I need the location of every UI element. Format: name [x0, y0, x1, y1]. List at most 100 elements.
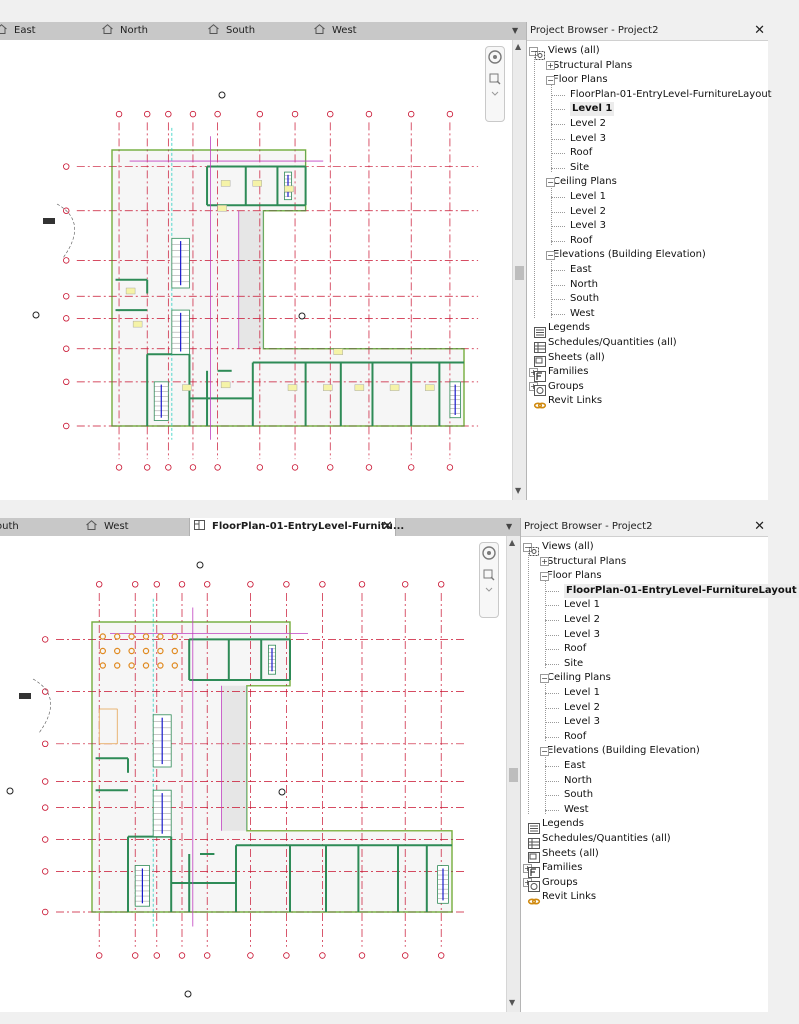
tab-south[interactable]: outh [0, 521, 19, 532]
tree-elevation-item[interactable]: North [564, 774, 592, 786]
tree-floor-plans[interactable]: Floor Plans [553, 74, 608, 86]
zoom-icon[interactable] [489, 73, 501, 85]
tab-dropdown-icon[interactable]: ▼ [506, 522, 513, 531]
zoom-icon[interactable] [483, 569, 495, 581]
steering-wheel-icon[interactable] [488, 50, 502, 64]
tree-schedules[interactable]: Schedules/Quantities (all) [542, 833, 671, 844]
tree-floor-plan-item[interactable]: Roof [570, 147, 593, 159]
tree-ceiling-plan-item[interactable]: Level 3 [564, 716, 600, 728]
tab-floorplan-entry-level[interactable]: FloorPlan-01-EntryLevel-Furnitu... [189, 518, 404, 536]
navigation-bar[interactable] [479, 542, 499, 618]
tree-schedules[interactable]: Schedules/Quantities (all) [548, 337, 677, 348]
tree-floor-plan-item[interactable]: Site [564, 657, 584, 669]
elevation-marker [278, 788, 286, 796]
scroll-thumb[interactable] [509, 768, 518, 782]
tree-elevation-item[interactable]: South [564, 789, 594, 801]
room-tag [284, 185, 294, 193]
tree-elevation-item[interactable]: North [570, 278, 598, 290]
tree-families[interactable]: Families [548, 366, 589, 378]
drawing-canvas[interactable] [0, 536, 506, 1012]
grid-bubble [165, 464, 172, 471]
collapse-toggle-icon[interactable]: − [546, 250, 555, 260]
tree-elevations[interactable]: Elevations (Building Elevation) [553, 249, 706, 261]
tree-floor-plan-item[interactable]: Level 1 [570, 102, 615, 117]
tab-east[interactable]: East [0, 22, 36, 40]
tree-views-all[interactable]: Views (all) [542, 541, 594, 552]
tree-views-all[interactable]: Views (all) [548, 45, 600, 56]
expand-toggle-icon[interactable]: + [540, 557, 549, 567]
tree-legends[interactable]: Legends [542, 818, 584, 830]
tree-revit-links[interactable]: Revit Links [542, 891, 597, 903]
chevron-down-icon[interactable] [485, 587, 493, 592]
tab-south[interactable]: South [208, 22, 255, 40]
tree-ceiling-plans[interactable]: Ceiling Plans [553, 176, 617, 188]
vertical-scrollbar[interactable]: ▲ ▼ [512, 40, 526, 500]
scroll-up-icon[interactable]: ▲ [509, 538, 516, 547]
views-icon [528, 542, 540, 556]
tree-floor-plan-item[interactable]: Level 3 [570, 132, 606, 144]
tree-floor-plan-item[interactable]: FloorPlan-01-EntryLevel-FurnitureLayout [570, 88, 772, 100]
tree-ceiling-plan-item[interactable]: Roof [570, 234, 593, 246]
tree-legends[interactable]: Legends [548, 322, 590, 334]
tab-north[interactable]: North [102, 22, 148, 40]
tree-elevation-item[interactable]: South [570, 293, 600, 305]
tab-dropdown-icon[interactable]: ▼ [512, 26, 519, 35]
scroll-down-icon[interactable]: ▼ [515, 486, 522, 495]
tree-floor-plan-item[interactable]: FloorPlan-01-EntryLevel-FurnitureLayout [564, 583, 799, 598]
tab-west[interactable]: West [86, 518, 129, 536]
tree-floor-plan-item[interactable]: Level 2 [570, 118, 606, 129]
grid-bubble [214, 110, 221, 118]
tree-groups[interactable]: Groups [548, 380, 584, 392]
tree-floor-plan-item[interactable]: Level 3 [564, 628, 600, 640]
tree-structural-plans[interactable]: Structural Plans [553, 59, 633, 71]
tree-elevation-item[interactable]: West [564, 803, 589, 815]
tree-sheets[interactable]: Sheets (all) [542, 847, 599, 859]
tree-ceiling-plan-item[interactable]: Level 1 [570, 191, 606, 202]
scroll-thumb[interactable] [515, 266, 524, 280]
close-tab-icon[interactable]: ✕ [382, 519, 393, 534]
tree-revit-links[interactable]: Revit Links [548, 395, 603, 407]
tree-floor-plan-item[interactable]: Level 2 [564, 614, 600, 625]
chevron-down-icon[interactable] [491, 91, 499, 96]
tree-ceiling-plan-item[interactable]: Level 3 [570, 220, 606, 232]
expand-toggle-icon[interactable]: + [546, 61, 555, 71]
tree-sheets[interactable]: Sheets (all) [548, 351, 605, 363]
scroll-up-icon[interactable]: ▲ [515, 42, 522, 51]
tree-ceiling-plan-item[interactable]: Roof [564, 730, 587, 742]
grid-bubble [438, 952, 445, 959]
tree-elevation-item[interactable]: East [564, 760, 586, 771]
steering-wheel-icon[interactable] [482, 546, 496, 560]
vertical-scrollbar[interactable]: ▲ ▼ [506, 536, 520, 1012]
collapse-toggle-icon[interactable]: − [540, 673, 549, 683]
collapse-toggle-icon[interactable]: − [546, 75, 555, 85]
tree-ceiling-plan-item[interactable]: Level 2 [570, 205, 606, 217]
close-icon[interactable]: ✕ [754, 23, 765, 38]
collapse-toggle-icon[interactable]: − [540, 571, 549, 581]
tree-connector [545, 766, 559, 767]
tree-elevations[interactable]: Elevations (Building Elevation) [547, 745, 700, 757]
drawing-canvas[interactable] [0, 40, 512, 514]
tree-ceiling-plan-item[interactable]: Level 1 [564, 687, 600, 698]
tree-elevation-item[interactable]: East [570, 264, 592, 275]
tree-families[interactable]: Families [542, 862, 583, 874]
navigation-bar[interactable] [485, 46, 505, 122]
close-icon[interactable]: ✕ [754, 519, 765, 534]
tab-west[interactable]: West [314, 22, 357, 40]
tree-groups[interactable]: Groups [542, 876, 578, 888]
tree-floor-plan-item[interactable]: Roof [564, 643, 587, 655]
collapse-toggle-icon[interactable]: − [546, 177, 555, 187]
collapse-toggle-icon[interactable]: − [540, 746, 549, 756]
tree-connector [545, 663, 559, 665]
tree-connector [534, 55, 535, 318]
tree-elevation-item[interactable]: West [570, 307, 595, 319]
tree-floor-plan-item[interactable]: Site [570, 161, 590, 173]
grid-bubble [42, 804, 49, 811]
tree-ceiling-plans[interactable]: Ceiling Plans [547, 672, 611, 684]
grid-bubble [143, 110, 151, 118]
scroll-down-icon[interactable]: ▼ [509, 998, 516, 1007]
tree-floor-plan-item[interactable]: Level 1 [564, 599, 600, 611]
tree-structural-plans[interactable]: Structural Plans [547, 555, 627, 567]
tree-ceiling-plan-item[interactable]: Level 2 [564, 701, 600, 713]
tree-floor-plans[interactable]: Floor Plans [547, 570, 602, 582]
grid-bubble [402, 952, 409, 959]
